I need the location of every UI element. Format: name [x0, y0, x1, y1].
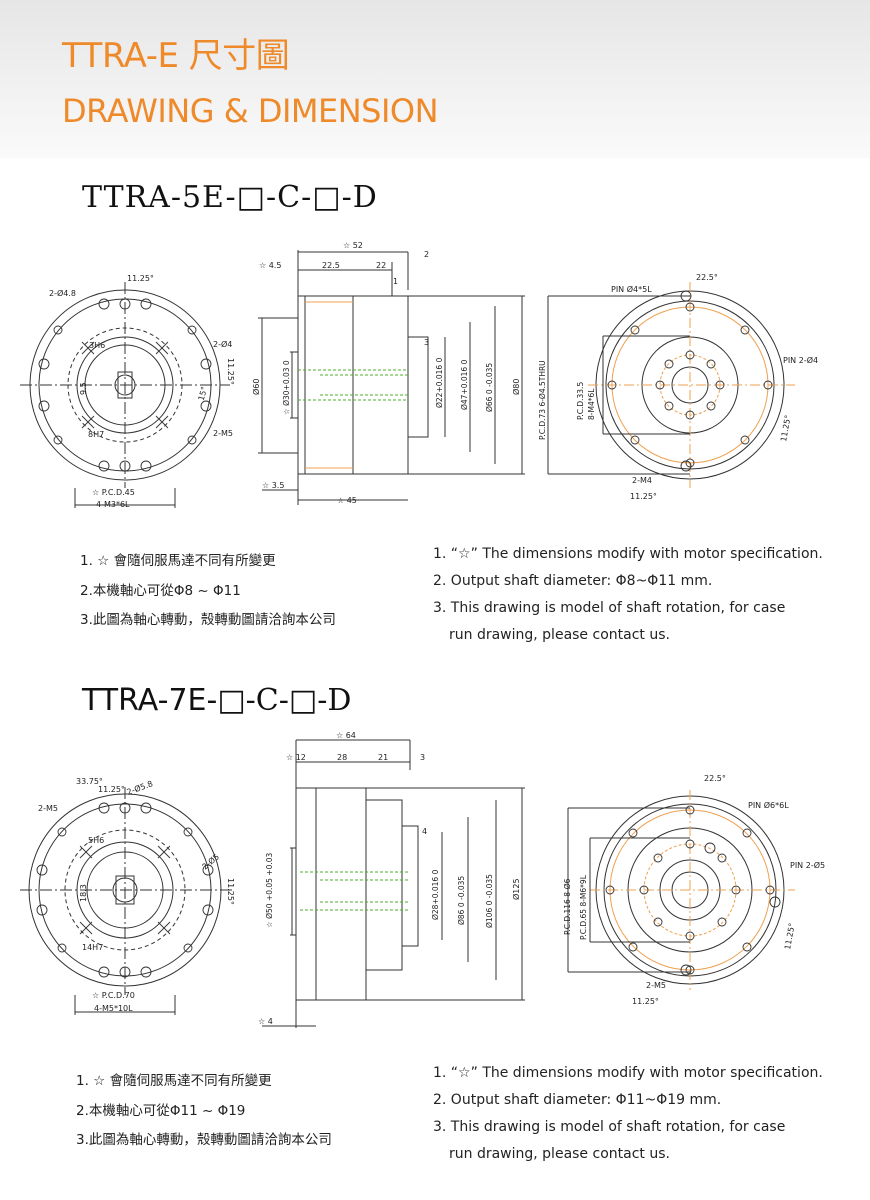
note-cn-1: 1. ☆ 會隨伺服馬達不同有所變更 — [80, 553, 276, 569]
rear2-pin5: PIN 2-Ø5 — [790, 860, 825, 870]
model-suffix: □-C-□-D — [217, 683, 352, 718]
front-angle-top: 11.25° — [127, 274, 154, 283]
rear-pin2: PIN 2-Ø4 — [783, 355, 818, 365]
rear-view-2: P.C.D.116 8-Ø6 P.C.D.65 8-M6*9L 22.5° PI… — [563, 774, 825, 1006]
rear2-pcd65: P.C.D.65 8-M6*9L — [579, 874, 588, 940]
note2-cn-1: 1. ☆ 會隨伺服馬達不同有所變更 — [76, 1073, 272, 1089]
front-angle-15: 15° — [197, 386, 209, 402]
side2-dia50: ☆ Ø50 +0.05 +0.03 — [265, 852, 274, 928]
rear2-pin66: PIN Ø6*6L — [748, 800, 789, 810]
front-key-width: 3H6 — [89, 341, 105, 350]
side-d225: 22.5 — [322, 261, 340, 270]
side-d45: ☆ 4.5 — [259, 261, 281, 270]
model-main: TTRA-7E- — [82, 683, 218, 718]
side2-d4: 4 — [422, 827, 427, 836]
front2-thread-label: 4-M5*10L — [94, 1004, 133, 1013]
rear-angle-bottom: 11.25° — [630, 492, 657, 501]
note2-en-3: 3. This drawing is model of shaft rotati… — [433, 1119, 786, 1135]
front2-bolt-58: 2-Ø5.8 — [125, 778, 154, 797]
rear2-angle-bottom: 11.25° — [632, 997, 659, 1006]
note2-cn-2: 2.本機軸心可從Φ11 ~ Φ19 — [76, 1103, 246, 1119]
rear-angle1125: 11.25° — [779, 414, 793, 442]
rear2-m5: 2-M5 — [646, 981, 666, 990]
front-bore: 8H7 — [88, 430, 104, 439]
side2-dia28: Ø28+0.016 0 — [431, 869, 440, 920]
front-bolt-top: 2-Ø4.8 — [49, 288, 76, 298]
side-d22: 22 — [376, 261, 386, 270]
front-key-height: 9.5 — [79, 382, 88, 395]
front2-angle-1125: 11.25° — [98, 785, 125, 794]
front2-angle-right: 11.25° — [226, 878, 235, 905]
model-title-ttra-7e: TTRA-7E-□-C-□-D — [82, 683, 351, 718]
rear-angle225: 22.5° — [696, 273, 718, 282]
front2-pcd-label: ☆ P.C.D.70 — [92, 991, 135, 1000]
front-thread-label: 4-M3*6L — [96, 500, 130, 509]
side-d3: 3 — [424, 338, 429, 347]
rear-view: P.C.D.73 6-Ø4.5THRU P.C.D.33.5 8-M4*6L P… — [538, 273, 818, 501]
side-total: ☆ 52 — [343, 241, 363, 250]
note2-cn-3: 3.此圖為軸心轉動，殼轉動圖請洽詢本公司 — [76, 1132, 332, 1148]
rear-pcd73: P.C.D.73 6-Ø4.5THRU — [538, 360, 547, 440]
front2-m5: 2-M5 — [38, 804, 58, 813]
side-dia47: Ø47+0.016 0 — [460, 359, 469, 410]
page-title-chinese: TTRA-E 尺寸圖 — [62, 36, 290, 76]
note-en-1: 1. “☆” The dimensions modify with motor … — [433, 546, 823, 562]
drawing-ttra-7e: ☆ P.C.D.70 4-M5*10L 33.75° 11.25° 2-Ø5.8… — [20, 731, 825, 1028]
side2-d4b: ☆ 4 — [258, 1017, 273, 1026]
note2-en-2: 2. Output shaft diameter: Φ11~Φ19 mm. — [433, 1092, 722, 1108]
front2-angle-3375: 33.75° — [76, 777, 103, 786]
front-angle-right: 11.25° — [226, 358, 235, 385]
side-dia30: ☆ Ø30+0.03 0 — [282, 360, 291, 415]
front-pcd-label: ☆ P.C.D.45 — [92, 488, 135, 497]
front2-key-width: 5H6 — [88, 836, 104, 845]
rear-pcd335: P.C.D.33.5 — [576, 382, 585, 420]
side2-d28: 28 — [337, 753, 347, 762]
front-view-2: ☆ P.C.D.70 4-M5*10L 33.75° 11.25° 2-Ø5.8… — [20, 777, 235, 1015]
side-view-2: ☆ 64 ☆ 12 28 21 3 4 ☆ Ø50 +0.05 +0.03 Ø2… — [258, 731, 525, 1028]
front-view: ☆ P.C.D.45 4-M3*6L 11.25° 2-Ø4.8 3H6 2-Ø… — [20, 274, 235, 509]
front-bolt-right: 2-Ø4 — [213, 339, 232, 349]
side-dia66: Ø66 0 -0.035 — [485, 363, 494, 412]
side-d35: ☆ 3.5 — [262, 481, 284, 490]
page-title-english: DRAWING & DIMENSION — [62, 92, 439, 130]
rear-pin45: PIN Ø4*5L — [611, 284, 652, 294]
side-d2: 2 — [424, 250, 429, 259]
page-header — [0, 0, 870, 158]
side-dia80: Ø80 — [511, 379, 521, 395]
note2-en-1: 1. “☆” The dimensions modify with motor … — [433, 1065, 823, 1081]
note2-en-4: run drawing, please contact us. — [449, 1146, 670, 1162]
side-d45b: ☆ 45 — [337, 496, 357, 505]
note-en-2: 2. Output shaft diameter: Φ8~Φ11 mm. — [433, 573, 713, 589]
front2-bore: 14H7 — [82, 943, 103, 952]
note-cn-3: 3.此圖為軸心轉動，殼轉動圖請洽詢本公司 — [80, 612, 336, 628]
rear2-angle225: 22.5° — [704, 774, 726, 783]
note-en-4: run drawing, please contact us. — [449, 627, 670, 643]
drawing-ttra-5e: ☆ P.C.D.45 4-M3*6L 11.25° 2-Ø4.8 3H6 2-Ø… — [20, 241, 818, 509]
side-view: ☆ 52 ☆ 4.5 22.5 22 2 1 3 Ø60 ☆ Ø30+0.03 … — [251, 241, 525, 505]
rear2-pcd116: P.C.D.116 8-Ø6 — [563, 878, 572, 935]
rear-m4-8: 8-M4*6L — [587, 388, 596, 420]
side2-total: ☆ 64 — [336, 731, 356, 740]
side2-d3: 3 — [420, 753, 425, 762]
front-thread-right: 2-M5 — [213, 429, 233, 438]
side2-d12: ☆ 12 — [286, 753, 306, 762]
side-dia22: Ø22+0.016 0 — [435, 357, 444, 408]
model-title-ttra-5e: TTRA-5E-□-C-□-D — [82, 180, 378, 215]
note-en-3: 3. This drawing is model of shaft rotati… — [433, 600, 786, 616]
front2-key-height: 18.3 — [79, 884, 88, 902]
side2-dia106: Ø106 0 -0.035 — [485, 874, 494, 928]
note-cn-2: 2.本機軸心可從Φ8 ~ Φ11 — [80, 583, 241, 599]
rear-m4: 2-M4 — [632, 476, 652, 485]
side-dia60: Ø60 — [251, 379, 261, 395]
side2-d21: 21 — [378, 753, 388, 762]
side2-dia86: Ø86 0 -0.035 — [457, 876, 466, 925]
side2-dia125: Ø125 — [511, 878, 521, 900]
side-d1: 1 — [393, 277, 398, 286]
rear2-angle1125: 11.25° — [783, 922, 797, 950]
